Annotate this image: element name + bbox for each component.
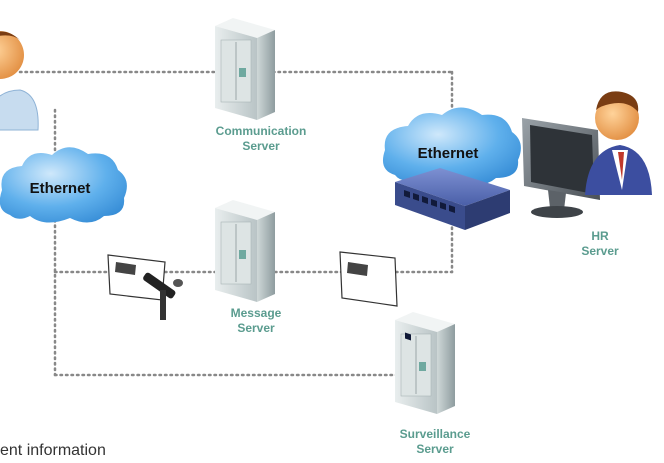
label-line: Server	[416, 442, 454, 456]
hr-person-icon	[585, 91, 652, 195]
server-icon	[215, 200, 275, 302]
communication-server-label: Communication Server	[193, 124, 329, 154]
cloud-icon	[0, 147, 127, 223]
label-line: Server	[237, 321, 275, 335]
message-server-label: Message Server	[196, 306, 316, 336]
monitor-icon	[522, 118, 600, 218]
label-line: HR	[591, 229, 609, 243]
surveillance-server-label: Surveillance Server	[375, 427, 495, 457]
network-switch-icon	[395, 168, 510, 341]
server-icon	[215, 18, 275, 120]
user-avatar-icon	[0, 31, 39, 131]
label-line: Server	[242, 139, 280, 153]
caption-text: ent information	[0, 442, 106, 459]
label-line: Message	[230, 306, 282, 320]
hr-server-label: HR Server	[560, 229, 640, 259]
ethernet-label: Ethernet	[418, 145, 479, 162]
ethernet-label: Ethernet	[30, 180, 91, 197]
cloud-icon	[382, 107, 521, 185]
server-icon	[395, 312, 455, 414]
card-reader-icon	[107, 254, 166, 301]
label-line: Server	[581, 244, 619, 258]
label-line: Surveillance	[399, 427, 471, 441]
label-line: Communication	[215, 124, 307, 138]
microphone-icon	[143, 272, 183, 320]
card-reader-icon	[339, 251, 398, 307]
